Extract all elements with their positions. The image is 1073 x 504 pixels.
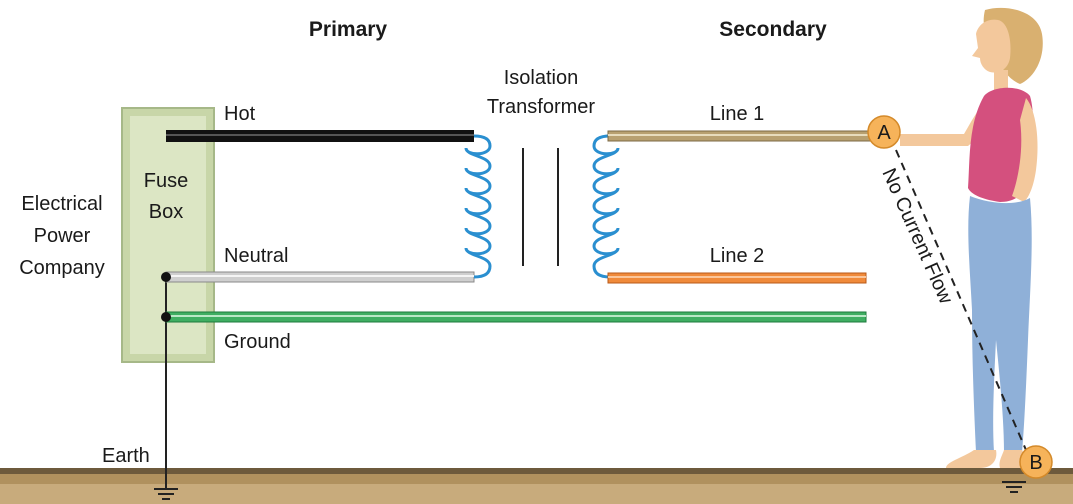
svg-text:Power: Power — [34, 225, 91, 247]
transformer-label-line2: Transformer — [487, 96, 596, 118]
no-current-dashed-line — [895, 149, 1027, 451]
earth-label: Earth — [102, 445, 150, 467]
secondary-coil — [592, 134, 620, 279]
no-current-flow-label: No Current Flow — [877, 165, 957, 307]
line2-label: Line 2 — [710, 245, 765, 267]
person-figure — [900, 7, 1043, 468]
primary-coil — [464, 134, 492, 279]
ground-wire — [165, 311, 867, 323]
neutral-wire — [165, 271, 475, 283]
fuse-box-label-line2: Box — [149, 201, 183, 223]
power-company-label: Electrical Power Company — [19, 193, 105, 279]
neutral-label: Neutral — [224, 245, 288, 267]
line1-wire — [607, 130, 881, 142]
earth-ground-strip — [0, 468, 1073, 504]
point-b-marker: B — [1019, 445, 1053, 479]
neutral-junction-dot — [161, 272, 171, 282]
primary-header: Primary — [309, 18, 388, 41]
point-a-label: A — [877, 122, 891, 144]
ground-label: Ground — [224, 331, 291, 353]
line1-label: Line 1 — [710, 103, 765, 125]
hot-label: Hot — [224, 103, 256, 125]
hot-wire — [166, 130, 474, 142]
transformer-label-line1: Isolation — [504, 67, 579, 89]
ground-symbol-icon — [1002, 481, 1026, 493]
fuse-box-label-line1: Fuse — [144, 170, 188, 192]
point-a-marker: A — [867, 115, 901, 149]
secondary-header: Secondary — [719, 18, 827, 41]
ground-symbol-icon — [154, 488, 178, 500]
line2-wire — [607, 272, 867, 284]
point-b-label: B — [1029, 452, 1042, 474]
ground-junction-dot — [161, 312, 171, 322]
svg-text:Company: Company — [19, 257, 105, 279]
svg-text:Electrical: Electrical — [21, 193, 102, 215]
fuse-box: Fuse Box — [121, 107, 215, 363]
